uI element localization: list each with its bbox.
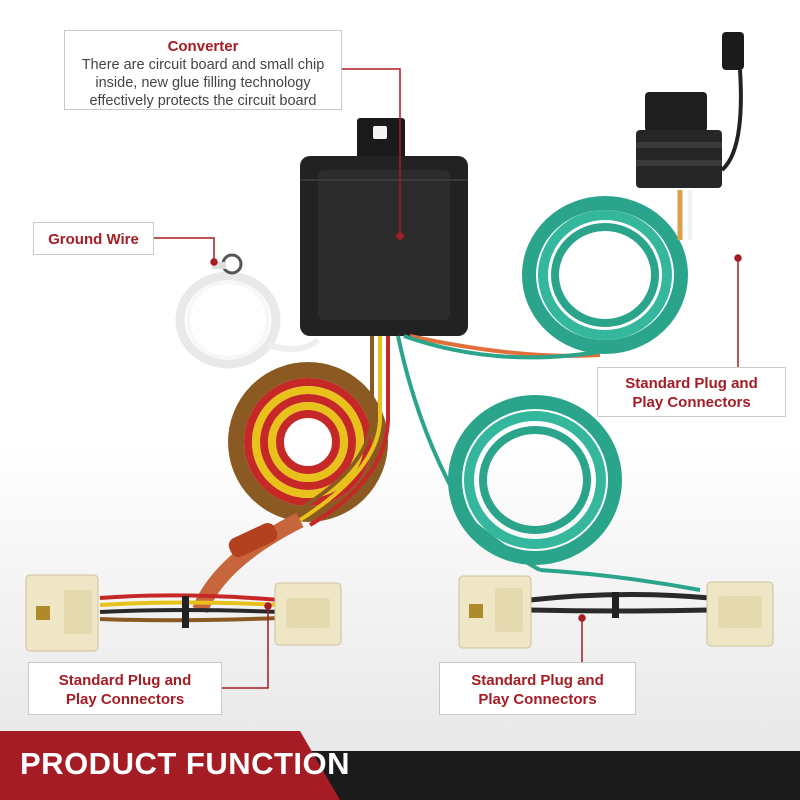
banner-red-tab [0,731,340,800]
connectors-bottom-left-line-2: Play Connectors [65,691,185,708]
bottom-left-harness [25,512,342,652]
connectors-bottom-right-line-2: Play Connectors [478,691,597,708]
converter-title: Converter [167,38,239,55]
connectors-bottom-left-line-1: Standard Plug and [58,672,192,689]
bottom-right-harness [458,568,774,649]
green-coil-bottom [448,395,622,565]
connectors-bottom-right-line-1: Standard Plug and [471,672,604,689]
connectors-right-line-2: Play Connectors [632,394,751,411]
converter-desc-line-3: effectively protects the circuit board [89,93,317,109]
connectors-callout-bottom-left: Standard Plug and Play Connectors [28,662,222,715]
connectors-callout-bottom-right: Standard Plug and Play Connectors [439,662,636,715]
product-function-banner: PRODUCT FUNCTION [0,731,800,800]
ground-wire-title: Ground Wire [48,231,139,248]
converter-callout: Converter There are circuit board and sm… [64,30,342,110]
connectors-callout-right: Standard Plug and Play Connectors [597,367,786,417]
ground-wire-callout: Ground Wire [33,222,154,255]
leader-lines [154,68,742,689]
converter-desc-line-2: inside, new glue filling technology [95,75,311,91]
converter-desc-line-1: There are circuit board and small chip [81,57,325,73]
banner-title: PRODUCT FUNCTION [20,746,351,781]
converter-box [300,118,468,336]
green-coil-right [522,190,693,354]
connectors-right-line-1: Standard Plug and [625,375,758,392]
four-pin-plug [636,32,744,188]
ground-wire [175,253,320,369]
yellow-red-coil [228,362,388,522]
